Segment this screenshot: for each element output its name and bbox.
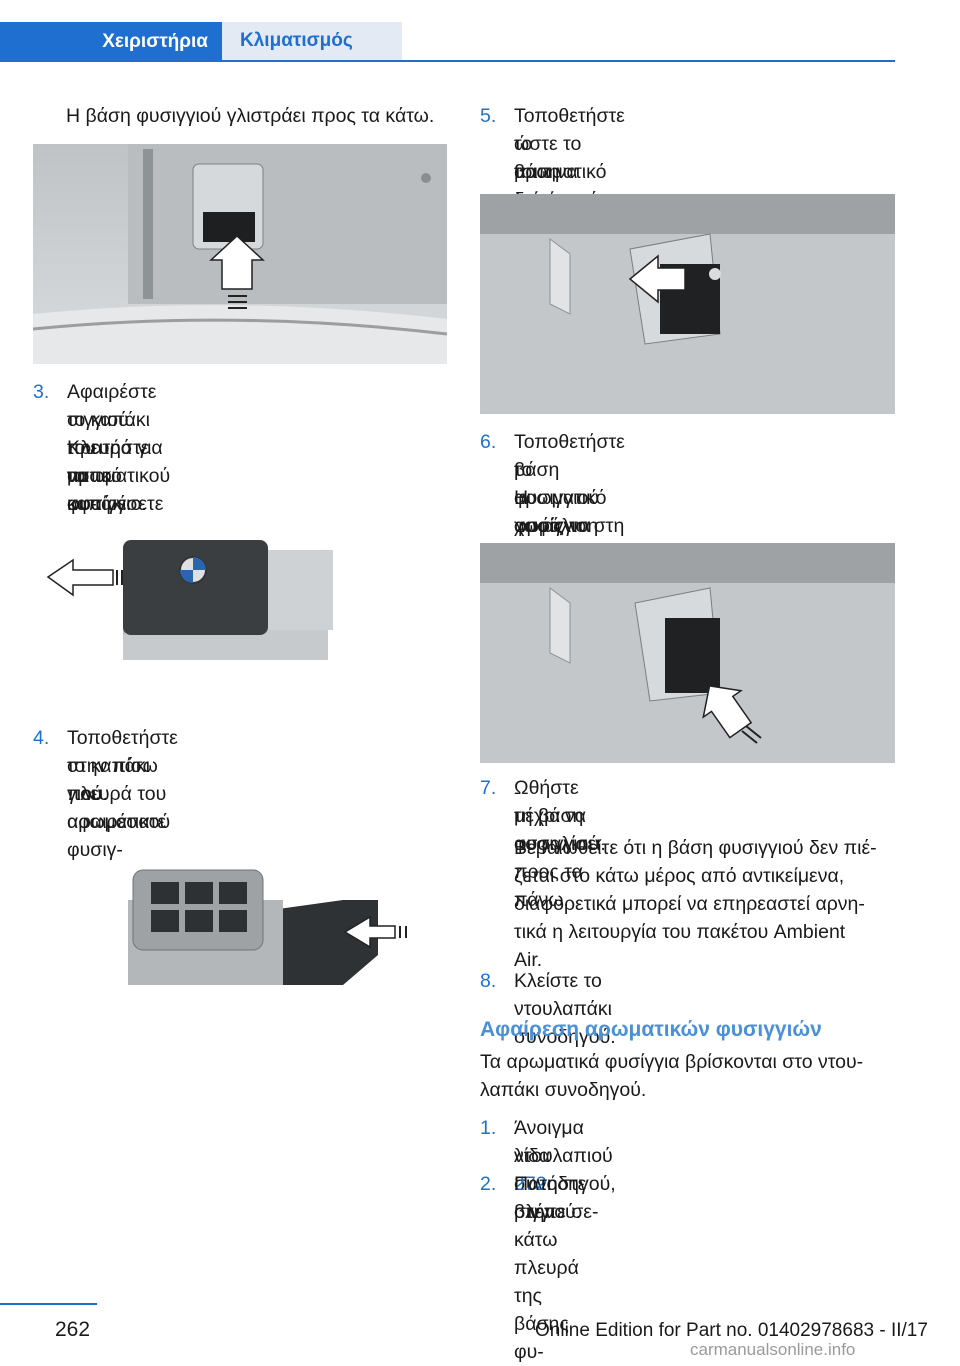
step-line: Άνοιγμα ντουλαπιού συνοδηγού, βλέπε σε‐ — [514, 1117, 616, 1223]
page-header: Χειριστήρια Κλιματισμός — [0, 0, 895, 62]
step-number: 5. — [480, 105, 497, 127]
step-line-post: . — [546, 1173, 552, 1195]
step-line: γιού. — [67, 783, 109, 805]
step-line: Ωθήστε τη βάση φυσιγγιού προς τα πάνω, — [514, 777, 600, 911]
step-line: μέχρι να ασφαλίσει. — [514, 805, 606, 855]
photo-remove-cartridge-cap — [33, 515, 447, 685]
photo-cartridge-in-holder — [480, 543, 895, 763]
header-divider — [0, 60, 895, 62]
note-line: διαφορετικά μπορεί να επηρεαστεί αρνη‐ — [514, 893, 865, 915]
step-line-pre: λίδα — [514, 1145, 551, 1167]
step-3: 3. Αφαιρέστε το καπάκι του αρωματικού φυ… — [33, 378, 453, 571]
edition-text: Online Edition for Part no. 01402978683 … — [535, 1320, 928, 1341]
step-line: Τοποθετήστε το καπάκι που αφαιρέσατε — [67, 727, 178, 833]
step-number: 2. — [480, 1173, 497, 1195]
step-line: Πατήστε στην κάτω πλευρά της βάσης φυ‐ — [514, 1173, 587, 1363]
step-number: 7. — [480, 777, 497, 799]
step-number: 1. — [480, 1117, 497, 1139]
intro-line: Τα αρωματικά φυσίγγια βρίσκονται στο ντο… — [480, 1051, 864, 1073]
intro-line: λαπάκι συνοδηγού. — [480, 1079, 647, 1101]
step-line: στην πίσω πλευρά του αρωματικού φυσιγ‐ — [67, 755, 171, 861]
step-line: Τοποθετήστε το αρωματικό φυσίγγιο στη — [514, 431, 625, 537]
page-number: 262 — [55, 1318, 91, 1341]
step-line: λίδα 272. — [514, 1142, 552, 1198]
step-6: 6. Τοποθετήστε το αρωματικό φυσίγγιο στη… — [480, 428, 900, 649]
section-heading: Αφαίρεση αρωματικών φυσιγγιών — [480, 1018, 822, 1041]
step-number: 6. — [480, 431, 497, 453]
sub-step-1: 1. Άνοιγμα ντουλαπιού συνοδηγού, βλέπε σ… — [480, 1114, 900, 1223]
step-7: 7. Ωθήστε τη βάση φυσιγγιού προς τα πάνω… — [480, 774, 900, 911]
step-7-note: Βεβαιωθείτε ότι η βάση φυσιγγιού δεν πιέ… — [514, 834, 904, 974]
footer-divider — [0, 1303, 97, 1305]
step-number: 8. — [480, 970, 497, 992]
step-number: 3. — [33, 381, 50, 403]
step-line: ματικό φυσίγγιο. — [67, 465, 147, 515]
step-4: 4. Τοποθετήστε το καπάκι που αφαιρέσατε … — [33, 724, 453, 861]
watermark: carmanualsonline.info — [690, 1340, 856, 1359]
note-line: ζεται στο κάτω μέρος από αντικείμενα, — [514, 865, 845, 887]
note-line: τικά η λειτουργία του πακέτου Ambient — [514, 921, 846, 943]
step-line: Αφαιρέστε το καπάκι του αρωματικού φυ‐ — [67, 381, 171, 515]
header-tab-climate[interactable]: Κλιματισμός — [222, 22, 402, 60]
note-line: Βεβαιωθείτε ότι η βάση φυσιγγιού δεν πιέ… — [514, 837, 877, 859]
step-8: 8. Κλείστε το ντουλαπάκι συνοδηγού. — [480, 967, 900, 1048]
intro-text: Η βάση φυσιγγιού γλιστράει προς τα κάτω. — [66, 105, 435, 127]
step-line: Κλείστε το ντουλαπάκι συνοδηγού. — [514, 970, 616, 1048]
section-intro: Τα αρωματικά φυσίγγια βρίσκονται στο ντο… — [480, 1048, 900, 1104]
step-line: σιγγιού. — [514, 1201, 582, 1223]
page-reference-link[interactable]: 272 — [514, 1173, 547, 1195]
step-number: 4. — [33, 727, 50, 749]
photo-attach-cap-to-back — [33, 860, 447, 1010]
photo-insert-cartridge-chip-away — [480, 194, 895, 414]
step-5: 5. Τοποθετήστε το αρωματικό φυσίγγιο έτσ… — [480, 102, 900, 267]
header-tab-controls[interactable]: Χειριστήρια — [0, 22, 222, 62]
sub-step-2: 2. Πατήστε στην κάτω πλευρά της βάσης φυ… — [480, 1170, 900, 1363]
note-line: Air. — [514, 949, 543, 971]
photo-cartridge-holder-slides-down — [33, 144, 447, 364]
